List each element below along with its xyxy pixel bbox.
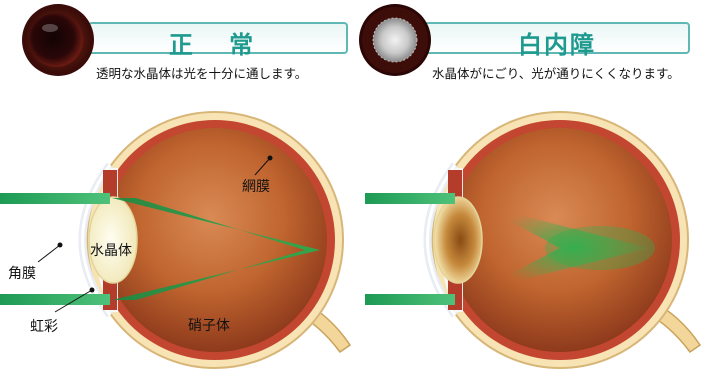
cataract-cloudy-lens <box>434 197 482 283</box>
normal-pupil-icon <box>22 4 94 76</box>
normal-light-beam-top <box>0 193 110 204</box>
cataract-light-beam-top <box>365 193 455 204</box>
label-cornea: 角膜 <box>8 263 36 283</box>
cataract-eye <box>365 112 700 368</box>
cataract-pupil-icon <box>359 4 431 76</box>
label-lens: 水晶体 <box>90 240 132 260</box>
label-vitreous: 硝子体 <box>188 315 230 335</box>
label-retina: 網膜 <box>242 176 270 196</box>
label-iris: 虹彩 <box>30 316 58 336</box>
cataract-light-beam-bottom <box>365 294 455 305</box>
normal-light-beam-bottom <box>0 294 110 305</box>
